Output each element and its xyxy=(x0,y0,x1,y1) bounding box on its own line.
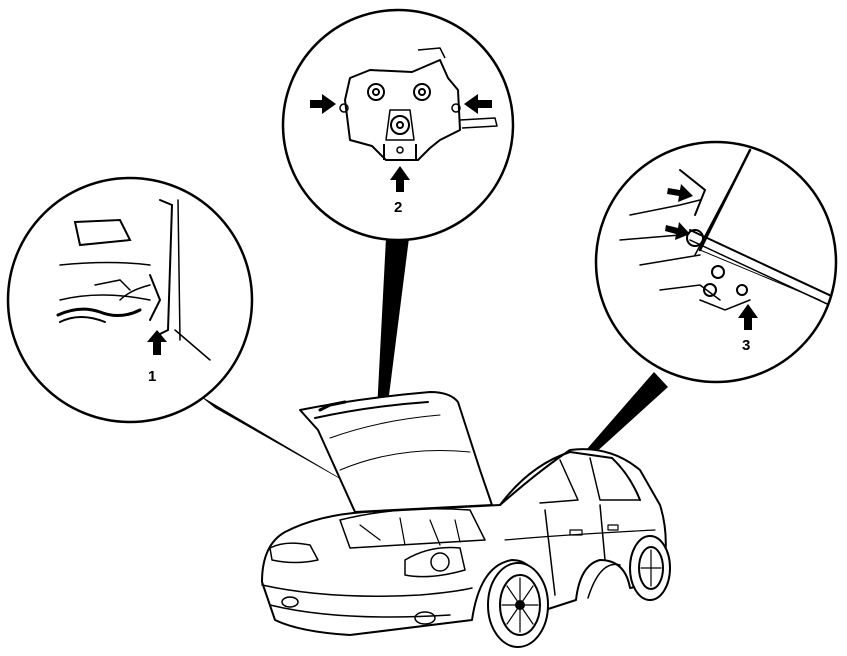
detail-circle-2 xyxy=(281,8,515,242)
arrow-1 xyxy=(147,330,167,355)
arrow-2-left xyxy=(310,94,336,114)
headlight-left xyxy=(269,542,319,564)
detail-circle-1 xyxy=(6,176,254,424)
arrow-3-mid xyxy=(665,222,690,240)
callout-label-2: 2 xyxy=(394,199,402,216)
car-hood xyxy=(299,391,493,513)
car xyxy=(261,391,671,648)
front-wheel xyxy=(487,562,549,648)
detail-circle-3 xyxy=(594,140,838,384)
arrow-2-bottom xyxy=(390,166,410,192)
callout-label-1: 1 xyxy=(148,368,156,385)
headlight-right xyxy=(404,546,466,578)
arrow-2-right xyxy=(464,94,492,114)
leader-wedge-1 xyxy=(199,395,372,497)
rear-wheel xyxy=(629,535,671,601)
arrow-3-bottom xyxy=(738,304,758,330)
arrow-3-top xyxy=(667,184,693,202)
callout-label-3: 3 xyxy=(742,337,750,354)
